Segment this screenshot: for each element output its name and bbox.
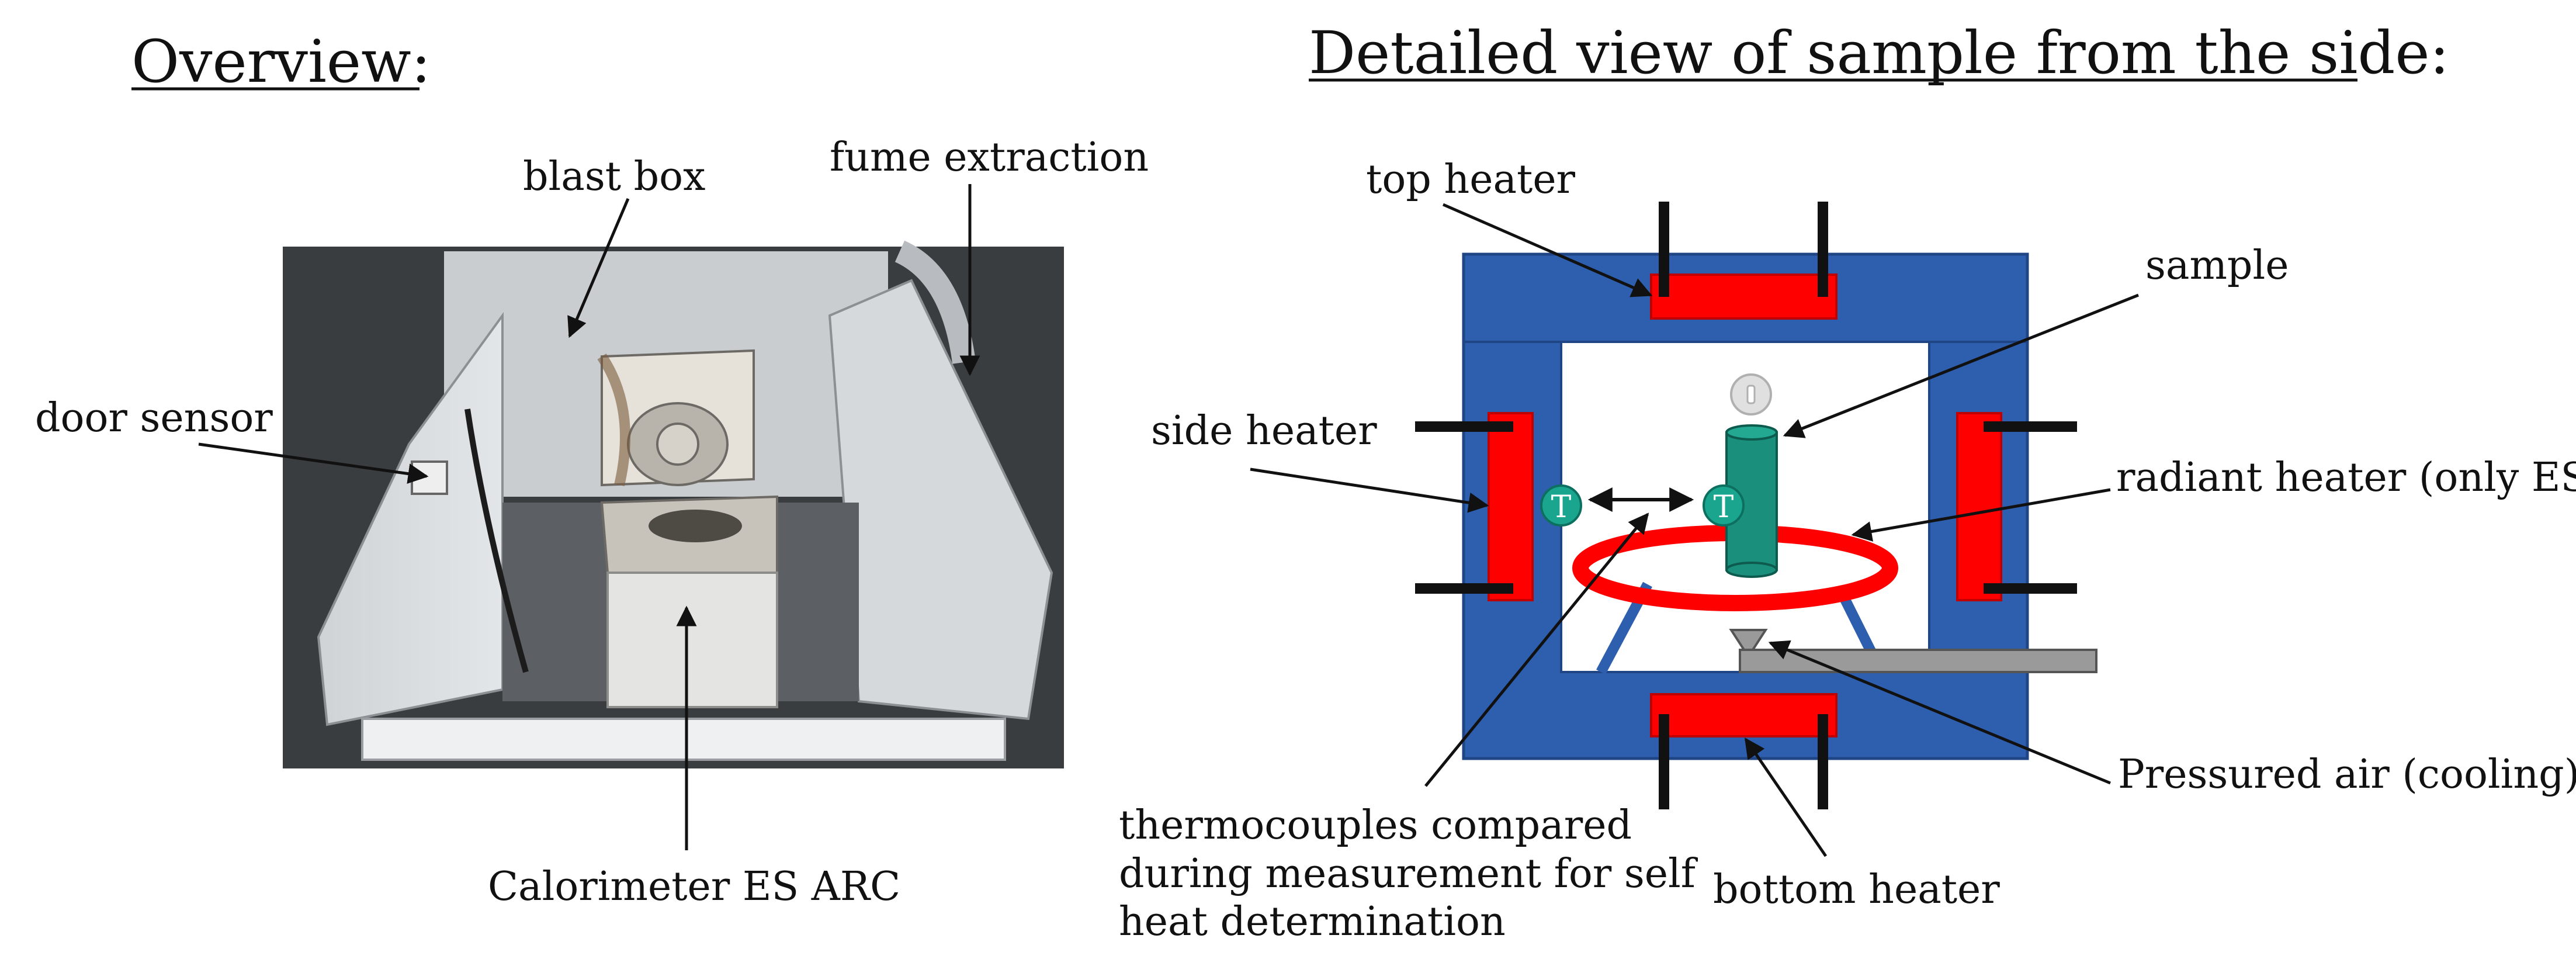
thermocouples-label-line2: during measurement for self — [1119, 851, 1698, 897]
pressured-air-arrow — [1768, 640, 2111, 785]
radiant-heater-label: radiant heater (only ES) — [2116, 455, 2576, 501]
top-heater-arrow — [1442, 203, 1653, 297]
overview-title: Overview: — [131, 27, 431, 96]
thermocouples-arrow — [1424, 513, 1649, 787]
side-heater-right — [1956, 412, 2077, 601]
side-heater-arrow — [1250, 468, 1489, 513]
bottom-heater-arrow — [1744, 737, 1828, 857]
bottom-heater — [1650, 693, 1837, 809]
calorimeter-label: Calorimeter ES ARC — [488, 864, 900, 910]
sample-arrow — [1783, 293, 2139, 438]
pressured-air-label: Pressured air (cooling) — [2118, 752, 2576, 798]
sample-cylinder — [1725, 373, 1778, 578]
door-sensor-label: door sensor — [35, 395, 273, 441]
thermocouple-right-symbol: T — [1714, 490, 1734, 525]
thermocouple-left: T — [1540, 484, 1582, 527]
detail-title: Detailed view of sample from the side: — [1309, 19, 2449, 87]
blast-box-arrow — [567, 198, 630, 338]
side-heater-label: side heater — [1151, 408, 1377, 454]
blast-box-label: blast box — [523, 154, 705, 200]
fume-extraction-label: fume extraction — [830, 134, 1149, 181]
calorimeter-photo — [283, 240, 1064, 768]
thermocouples-caption: thermocouples compared during measuremen… — [1119, 802, 1698, 945]
bottom-heater-label: bottom heater — [1713, 867, 2000, 913]
thermocouples-label-line3: heat determination — [1119, 899, 1506, 945]
thermocouple-left-symbol: T — [1551, 490, 1572, 525]
thermocouples-label-line1: thermocouples compared — [1119, 802, 1632, 849]
top-heater — [1650, 202, 1837, 320]
sample-label: sample — [2145, 243, 2289, 289]
detail-panel: Detailed view of sample from the side: — [1119, 19, 2576, 945]
thermocouple-right: T — [1703, 484, 1745, 527]
top-heater-label: top heater — [1366, 157, 1576, 203]
door-sensor-arrow — [198, 442, 429, 484]
side-heater-left — [1415, 412, 1534, 601]
overview-panel: Overview: — [35, 27, 1149, 910]
radiant-heater-arrow — [1851, 488, 2111, 542]
